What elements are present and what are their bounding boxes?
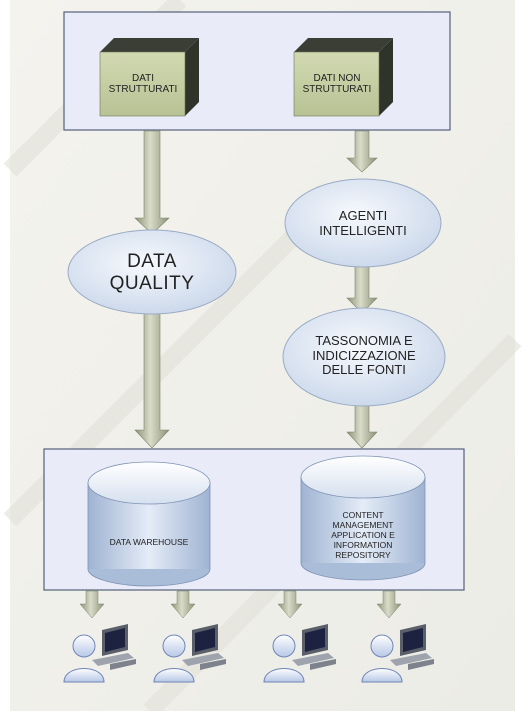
computer-icon xyxy=(292,624,336,670)
down-arrow-icon xyxy=(346,402,378,449)
down-arrow-icon xyxy=(79,590,105,619)
box-icon xyxy=(293,38,393,117)
down-arrow-icon xyxy=(134,305,170,449)
down-arrow-icon xyxy=(346,263,378,314)
user-icon xyxy=(361,634,403,683)
intelligent-agents-label: AGENTI INTELLIGENTI xyxy=(319,208,407,238)
down-arrow-icon xyxy=(134,130,170,235)
data-quality-node xyxy=(67,229,237,315)
down-arrow-icon xyxy=(346,130,378,173)
intelligent-agents-node xyxy=(284,178,442,268)
user-icon xyxy=(63,634,105,683)
down-arrow-icon xyxy=(170,590,196,619)
cylinder-icon xyxy=(300,455,426,581)
data-warehouse-label: DATA WAREHOUSE xyxy=(109,536,189,547)
user-icon xyxy=(153,634,195,683)
structured-data-label: DATI STRUTTURATI xyxy=(108,72,178,96)
cylinder-icon xyxy=(87,461,211,587)
data-quality-label: DATA QUALITY xyxy=(109,251,195,294)
unstructured-data-label: DATI NON STRUTTURATI xyxy=(302,72,372,96)
computer-icon xyxy=(182,624,226,670)
taxonomy-label: TASSONOMIA E INDICIZZAZIONE DELLE FONTI xyxy=(312,332,416,378)
user-icon xyxy=(263,634,305,683)
computer-icon xyxy=(390,624,434,670)
cms-label: CONTENT MANAGEMENT APPLICATION E INFORMA… xyxy=(331,509,395,561)
down-arrow-icon xyxy=(277,590,303,619)
box-icon xyxy=(99,38,199,117)
computer-icon xyxy=(92,624,136,670)
down-arrow-icon xyxy=(376,590,402,619)
taxonomy-node xyxy=(282,307,446,407)
